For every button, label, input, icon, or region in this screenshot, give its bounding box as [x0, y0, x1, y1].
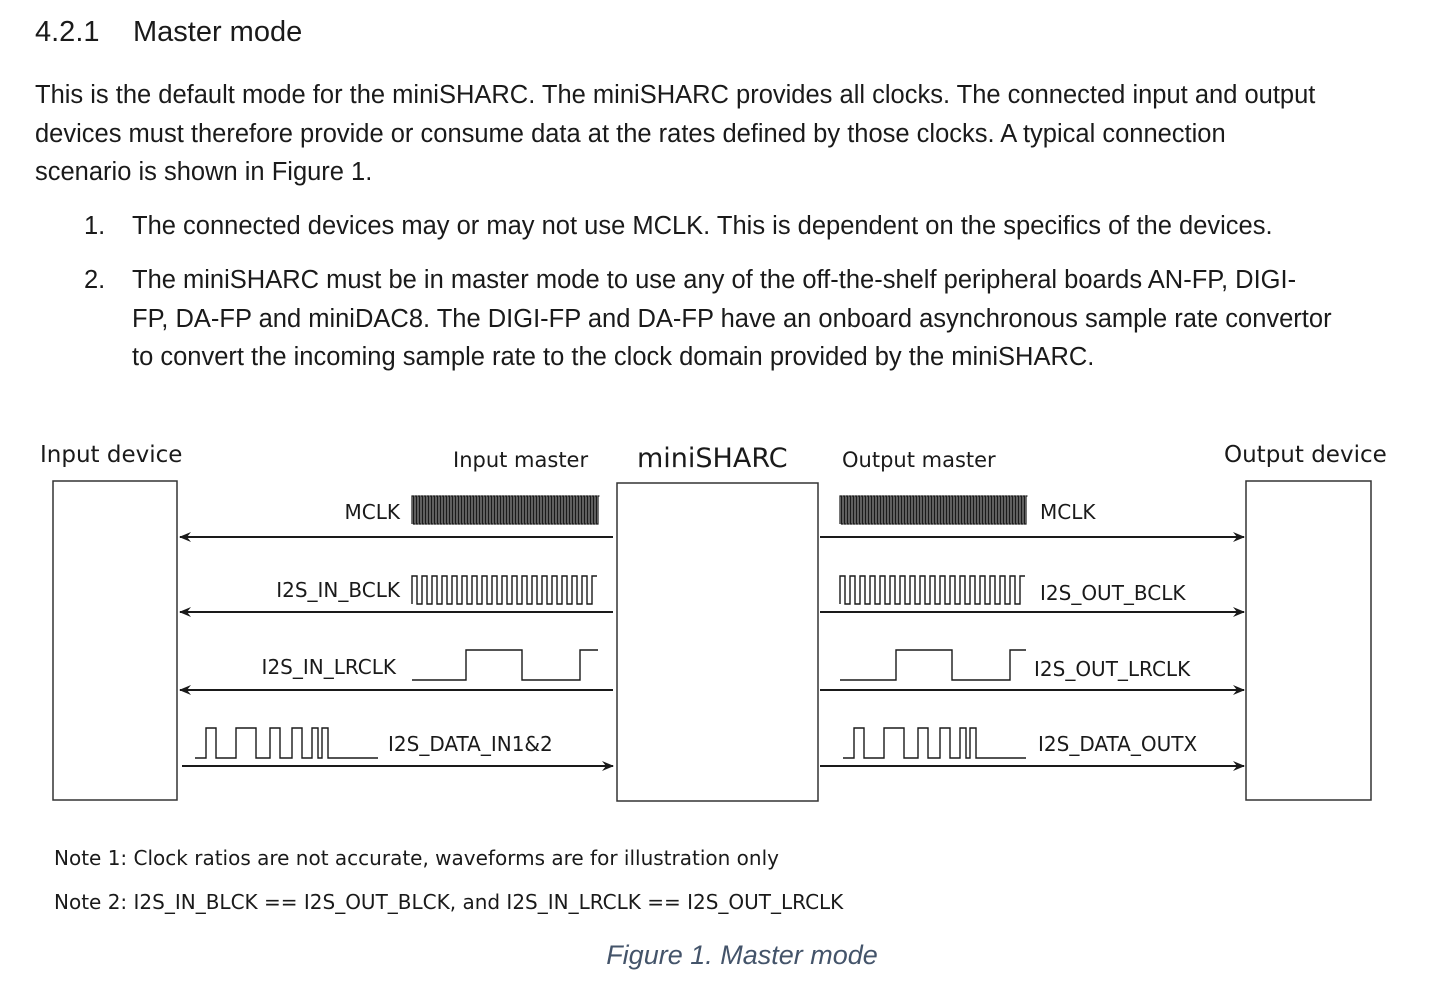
- intro-paragraph: This is the default mode for the miniSHA…: [35, 76, 1425, 192]
- out-bclk-waveform: [839, 575, 1025, 605]
- section-title: Master mode: [133, 16, 303, 48]
- in-lrclk-label: I2S_IN_LRCLK: [262, 655, 397, 679]
- output-device-label: Output device: [1224, 442, 1387, 468]
- in-bclk-waveform: [411, 575, 597, 605]
- master-mode-diagram: Input device Input master miniSHARC Outp…: [40, 442, 1387, 802]
- input-device-box: [52, 480, 178, 801]
- list-item-number: 2.: [84, 266, 106, 294]
- list-item-text: The connected devices may or may not use…: [132, 212, 1273, 240]
- out-lrclk-waveform: [840, 649, 1026, 681]
- in-bclk-label: I2S_IN_BCLK: [276, 578, 401, 602]
- in-mclk-label: MCLK: [345, 500, 401, 524]
- out-bclk-label: I2S_OUT_BCLK: [1040, 581, 1186, 605]
- input-device-label: Input device: [40, 442, 182, 468]
- out-mclk-label: MCLK: [1040, 500, 1096, 524]
- out-data-label: I2S_DATA_OUTX: [1038, 732, 1197, 756]
- paragraph-line: devices must therefore provide or consum…: [35, 119, 1226, 148]
- output-master-label: Output master: [842, 448, 996, 472]
- in-lrclk-waveform: [412, 649, 598, 681]
- list-item-text: The miniSHARC must be in master mode to …: [132, 266, 1297, 294]
- section-number: 4.2.1: [35, 16, 100, 48]
- out-mclk-waveform: [839, 495, 1028, 525]
- output-device-box: [1245, 480, 1372, 801]
- minisharc-box: [616, 482, 819, 802]
- in-mclk-waveform: [411, 495, 600, 525]
- list-item-text: to convert the incoming sample rate to t…: [132, 343, 1095, 371]
- in-data-waveform: [195, 727, 378, 759]
- minisharc-label: miniSHARC: [637, 443, 788, 474]
- input-master-label: Input master: [453, 448, 588, 472]
- list-item-number: 1.: [84, 212, 106, 240]
- note-1: Note 1: Clock ratios are not accurate, w…: [54, 846, 779, 870]
- out-lrclk-label: I2S_OUT_LRCLK: [1034, 657, 1191, 681]
- list-item-text: FP, DA-FP and miniDAC8. The DIGI-FP and …: [132, 304, 1332, 333]
- paragraph-line: This is the default mode for the miniSHA…: [35, 81, 1316, 109]
- in-data-label: I2S_DATA_IN1&2: [388, 732, 553, 756]
- note-2: Note 2: I2S_IN_BLCK == I2S_OUT_BLCK, and…: [54, 890, 844, 914]
- paragraph-line: scenario is shown in Figure 1.: [35, 158, 373, 186]
- figure-caption: Figure 1. Master mode: [606, 940, 878, 970]
- section-heading: 4.2.1 Master mode: [35, 16, 302, 49]
- out-data-waveform: [843, 727, 1026, 759]
